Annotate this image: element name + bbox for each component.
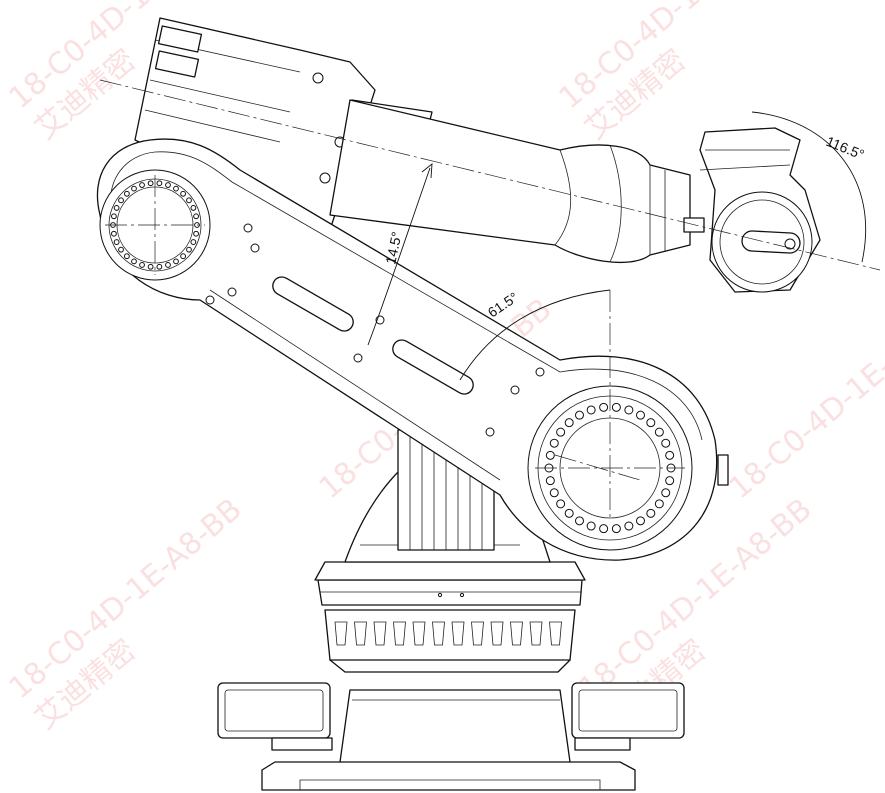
gear-teeth	[334, 621, 562, 646]
watermark-code: 18-C0-4D-1E-A8-BB	[723, 292, 885, 506]
dim-14-5: 14.5°	[382, 230, 404, 265]
lower-arm	[96, 138, 729, 561]
dim-116-5: 116.5°	[824, 133, 867, 163]
forearm	[329, 99, 821, 293]
